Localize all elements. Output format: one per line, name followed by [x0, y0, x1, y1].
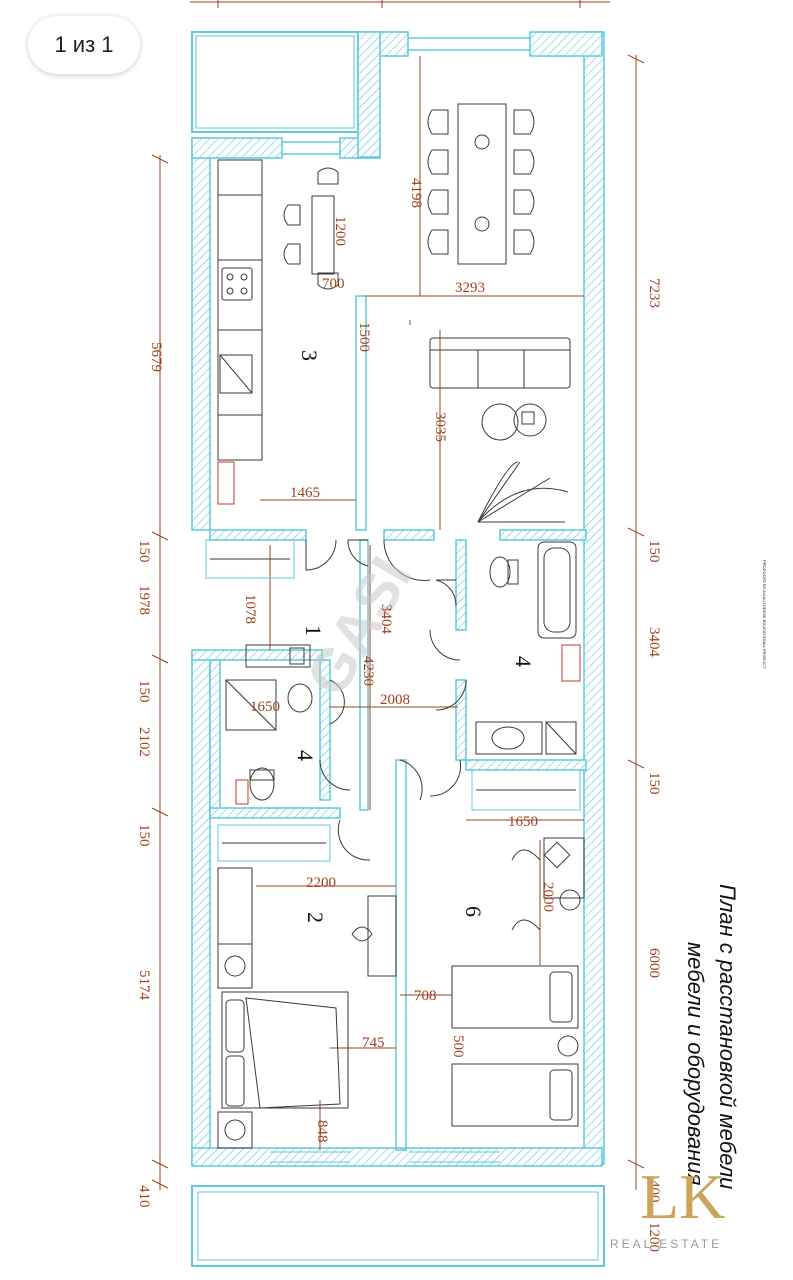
room-number-3: 3: [297, 350, 322, 361]
room-number-4-bath: 4: [511, 656, 536, 667]
brand-logo-sub: REAL ESTATE: [610, 1237, 722, 1251]
svg-text:150: 150: [646, 540, 662, 563]
svg-text:3035: 3035: [432, 412, 448, 442]
brand-logo-letters: LK: [640, 1161, 725, 1232]
hall-furniture: [225, 644, 313, 805]
plan-title-line2: мебели и оборудования: [683, 942, 708, 1186]
room-numbers: 3 1 4 4 2 6: [293, 350, 536, 923]
svg-text:6000: 6000: [646, 948, 662, 978]
svg-text:7233: 7233: [646, 278, 662, 308]
balcony-top: [191, 31, 359, 133]
balcony-bottom: [191, 1185, 605, 1267]
room-number-6: 6: [461, 906, 486, 917]
svg-text:1500: 1500: [356, 322, 372, 352]
svg-text:1978: 1978: [136, 585, 152, 615]
svg-text:4198: 4198: [408, 178, 424, 208]
svg-text:400: 400: [646, 1180, 662, 1203]
svg-text:1200: 1200: [646, 1222, 662, 1252]
svg-text:5679: 5679: [148, 342, 164, 372]
svg-text:1650: 1650: [508, 814, 538, 830]
svg-text:700: 700: [322, 276, 345, 292]
svg-text:2000: 2000: [540, 882, 556, 912]
bedroom-6-furniture: [451, 837, 585, 1127]
room-number-1: 1: [301, 625, 326, 636]
svg-text:2102: 2102: [136, 727, 152, 757]
page-indicator[interactable]: 1 из 1: [28, 16, 140, 74]
page-indicator-text: 1 из 1: [54, 32, 114, 57]
room-number-2: 2: [303, 912, 328, 923]
brand-logo: LK REAL ESTATE: [610, 1161, 725, 1251]
svg-text:3404: 3404: [378, 604, 394, 635]
autodesk-note: PRODUCED BY AN AUTODESK EDUCATIONAL PROD…: [762, 560, 767, 669]
svg-text:1078: 1078: [242, 594, 258, 624]
top-dimension-line: [190, 0, 610, 8]
svg-text:1465: 1465: [290, 485, 320, 501]
svg-text:500: 500: [450, 1035, 466, 1058]
svg-text:3293: 3293: [455, 280, 485, 296]
wardrobe-hall: [205, 539, 581, 862]
svg-text:3404: 3404: [646, 627, 662, 658]
kitchen-table: [283, 167, 339, 290]
svg-text:150: 150: [646, 772, 662, 795]
svg-text:4230: 4230: [360, 656, 376, 686]
svg-text:2200: 2200: [306, 875, 336, 891]
svg-text:848: 848: [314, 1120, 330, 1143]
doors: [305, 539, 467, 861]
dimension-lines: [151, 54, 645, 1190]
svg-text:2008: 2008: [380, 692, 410, 708]
bathroom-fixtures: [475, 541, 581, 755]
sofa: [429, 337, 571, 441]
bedroom-2-furniture: [217, 867, 397, 1149]
dining-table: [427, 103, 535, 265]
svg-text:708: 708: [414, 988, 437, 1004]
tv-unit: [477, 461, 569, 523]
room-number-4-wc: 4: [293, 750, 318, 761]
svg-text:410: 410: [136, 1185, 152, 1208]
kitchen-counter: [217, 159, 263, 505]
svg-text:150: 150: [136, 680, 152, 703]
svg-text:1650: 1650: [250, 699, 280, 715]
svg-text:745: 745: [362, 1035, 385, 1051]
svg-text:150: 150: [136, 540, 152, 563]
plan-title-line1: План с расстановкой мебели: [715, 884, 740, 1189]
exterior-walls: [191, 31, 605, 1167]
svg-text:150: 150: [136, 824, 152, 847]
dimension-labels: 5679 150 1978 150 2102 150 5174 410 7233…: [136, 178, 662, 1252]
wardrobe-hangers: [210, 558, 576, 844]
svg-text:1200: 1200: [332, 216, 348, 246]
svg-text:5174: 5174: [136, 970, 152, 1001]
